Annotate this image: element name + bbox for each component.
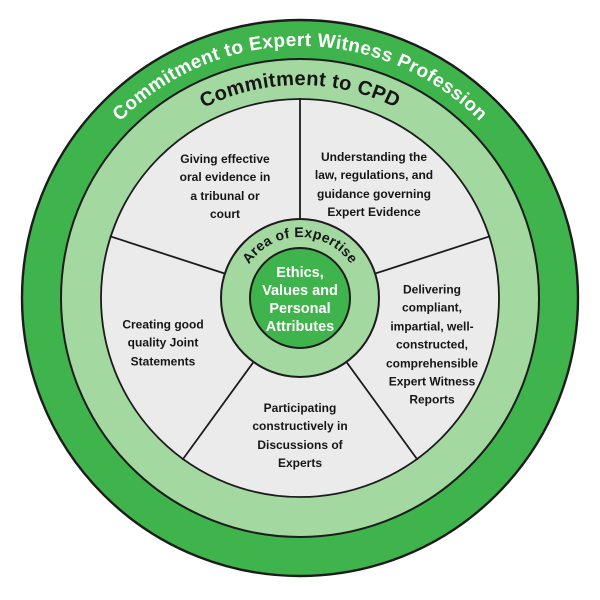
segment-label-creating-joint-statements: Creating good quality Joint Statements [122,317,204,369]
center-circle-label: Ethics, Values and Personal Attributes [262,265,338,335]
segment-label-understanding-law: Understanding the law, regulations, and … [314,150,434,220]
hub-center-circle [249,247,351,349]
segment-label-giving-oral-evidence: Giving effective oral evidence in a trib… [179,152,271,222]
segment-label-participating-discussions: Participating constructively in Discussi… [252,401,348,471]
segment-label-delivering-reports: Delivering compliant, impartial, well- c… [385,282,479,408]
